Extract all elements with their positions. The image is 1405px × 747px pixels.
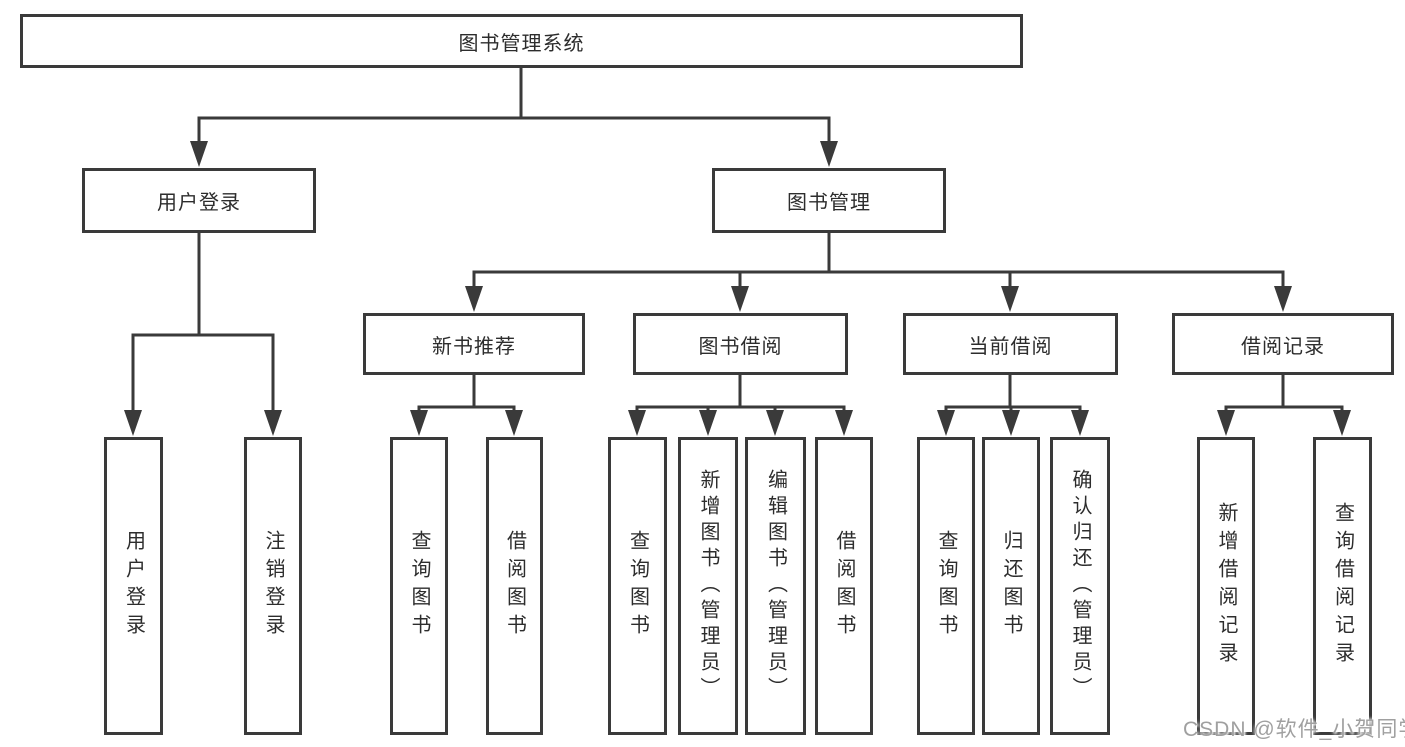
leaf-label: 确认归还（管理员） — [1069, 469, 1091, 703]
leaf-node-query-borrow-record: 查询借阅记录 — [1313, 437, 1372, 735]
leaf-label: 新增借阅记录 — [1215, 502, 1237, 670]
leaf-node-query-books-2: 查询图书 — [608, 437, 667, 735]
group-node-borrow-record: 借阅记录 — [1172, 313, 1394, 375]
leaf-label: 查询图书 — [408, 530, 430, 642]
leaf-node-return-book: 归还图书 — [982, 437, 1040, 735]
group-label: 借阅记录 — [1241, 335, 1325, 358]
user-login-node: 用户登录 — [82, 168, 316, 233]
leaf-node-query-books-1: 查询图书 — [390, 437, 448, 735]
leaf-node-confirm-return-admin: 确认归还（管理员） — [1050, 437, 1110, 735]
group-label: 图书借阅 — [698, 335, 783, 358]
leaf-label: 编辑图书（管理员） — [764, 469, 787, 703]
leaf-node-query-books-3: 查询图书 — [917, 437, 975, 735]
leaf-node-borrow-books-2: 借阅图书 — [815, 437, 873, 735]
user-login-node-label: 用户登录 — [157, 192, 241, 214]
leaf-node-add-borrow-record: 新增借阅记录 — [1197, 437, 1255, 735]
leaf-label: 查询图书 — [935, 530, 957, 642]
leaf-label: 用户登录 — [122, 530, 145, 642]
group-node-current-borrow: 当前借阅 — [903, 313, 1118, 375]
leaf-label: 查询借阅记录 — [1331, 502, 1354, 670]
root-node: 图书管理系统 — [20, 14, 1023, 68]
leaf-node-user-login: 用户登录 — [104, 437, 163, 735]
leaf-label: 借阅图书 — [503, 530, 526, 642]
group-label: 新书推荐 — [432, 335, 516, 358]
arrowheads — [124, 141, 1351, 436]
leaf-node-logout: 注销登录 — [244, 437, 302, 735]
leaf-node-edit-book-admin: 编辑图书（管理员） — [745, 437, 806, 735]
leaf-label: 注销登录 — [262, 530, 284, 642]
leaf-label: 新增图书（管理员） — [697, 469, 719, 703]
leaf-label: 查询图书 — [626, 530, 649, 642]
leaf-label: 归还图书 — [1000, 530, 1022, 642]
group-label: 当前借阅 — [968, 335, 1053, 358]
leaf-node-add-book-admin: 新增图书（管理员） — [678, 437, 738, 735]
csdn-watermark: CSDN @软件_小贺同学 — [1183, 718, 1405, 741]
book-management-node-label: 图书管理 — [787, 192, 871, 214]
group-node-book-borrow: 图书借阅 — [633, 313, 848, 375]
leaf-label: 借阅图书 — [833, 530, 855, 642]
book-management-node: 图书管理 — [712, 168, 946, 233]
root-node-label: 图书管理系统 — [458, 32, 585, 55]
group-node-new-book-recommend: 新书推荐 — [363, 313, 585, 375]
leaf-node-borrow-books-1: 借阅图书 — [486, 437, 543, 735]
